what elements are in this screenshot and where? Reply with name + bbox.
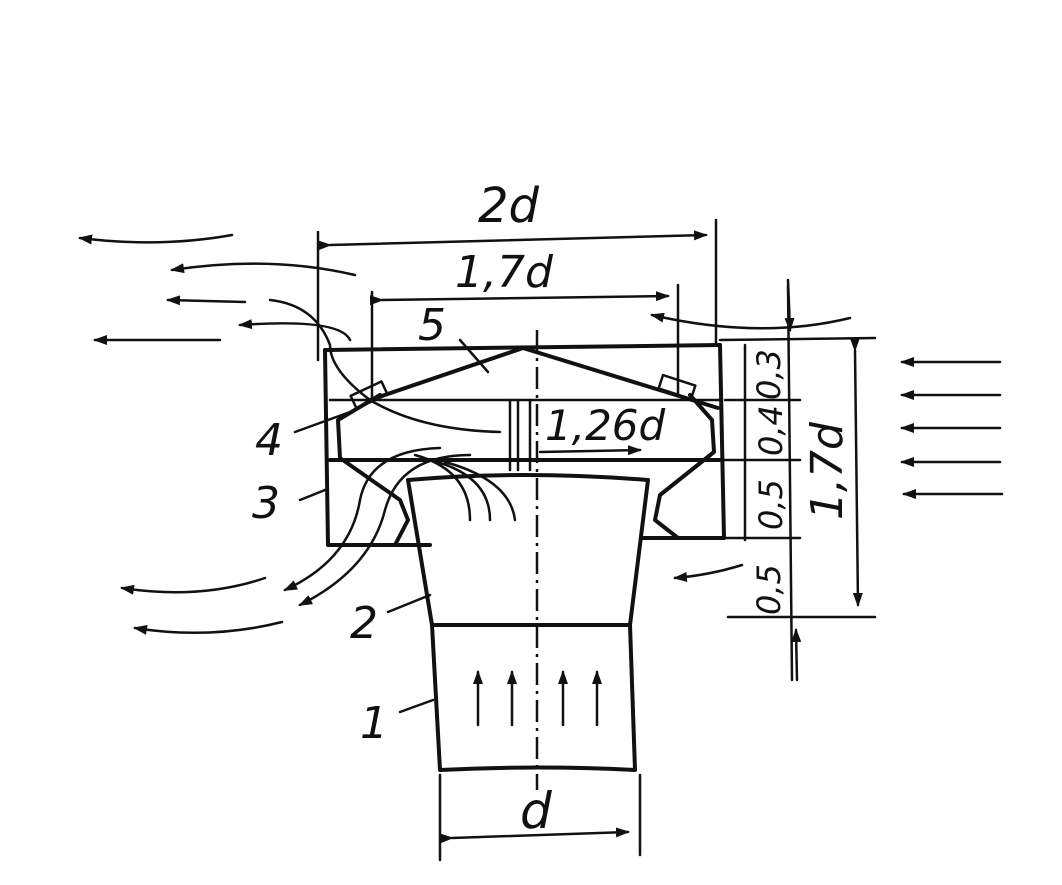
part-leaders	[293, 338, 490, 714]
cone-outline	[368, 346, 720, 410]
part-5-label: 5	[418, 300, 446, 351]
label-seg-mid: 0,4	[752, 405, 790, 456]
cone-cap	[368, 346, 720, 472]
pipe-body	[430, 623, 637, 772]
part-2-label: 2	[350, 598, 378, 649]
label-17d: 1,7d	[455, 247, 554, 298]
dimension-lines	[316, 218, 877, 862]
dim-17d-vertical	[849, 337, 863, 607]
diffuser-flow-lines	[413, 453, 517, 522]
part-4-label: 4	[255, 415, 283, 466]
part-1-label: 1	[360, 698, 388, 749]
inflow-arrows	[473, 670, 602, 727]
dim-17d-line	[369, 291, 670, 306]
shell-left	[336, 393, 410, 547]
part-number-labels: 1 2 3 4 5	[252, 300, 446, 749]
exhaust-arrows-left	[78, 233, 502, 635]
part-3-label: 3	[252, 478, 280, 529]
diffuser-body	[406, 473, 650, 627]
dim-d-line	[439, 827, 630, 844]
pipe-and-diffuser	[406, 330, 650, 790]
label-d: d	[520, 782, 552, 840]
label-126d: 1,26d	[545, 401, 666, 450]
dim-126d-line	[538, 445, 642, 456]
label-2d: 2d	[478, 178, 540, 234]
wind-arrows-right	[650, 312, 1004, 582]
dim-2d-line	[317, 230, 708, 251]
label-seg-low: 0,5	[752, 479, 790, 530]
dimension-labels: 2d 1,7d 1,26d d 1,7d 0,3 0,4 0,5 0,5	[455, 178, 853, 840]
label-total-height: 1,7d	[802, 421, 853, 520]
label-seg-bottom: 0,5	[750, 564, 788, 615]
shell-right	[653, 393, 716, 540]
label-seg-top: 0,3	[750, 349, 788, 400]
